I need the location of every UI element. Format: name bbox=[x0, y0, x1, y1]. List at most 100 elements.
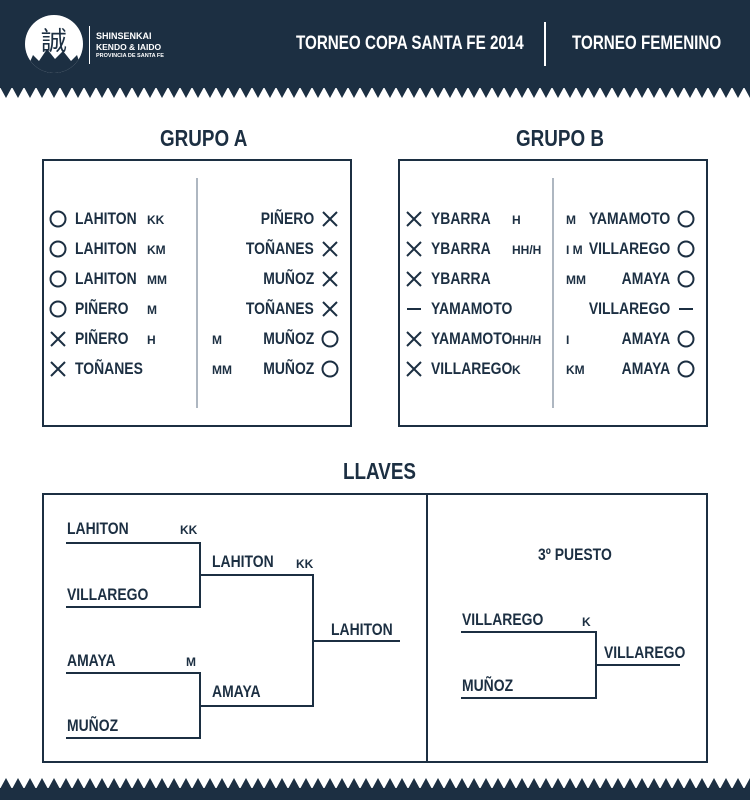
final-player-2: AMAYA bbox=[212, 682, 261, 701]
third-player-2: MUÑOZ bbox=[462, 676, 514, 695]
circle-icon bbox=[677, 270, 695, 288]
semi-2-player: VILLAREGO bbox=[67, 585, 149, 604]
right-player-name: AMAYA bbox=[621, 329, 670, 348]
circle-icon bbox=[677, 360, 695, 378]
header-separator bbox=[544, 22, 546, 66]
circle-icon bbox=[677, 210, 695, 228]
llaves-divider bbox=[426, 493, 428, 763]
circle-icon bbox=[677, 240, 695, 258]
left-score: H bbox=[512, 213, 521, 227]
header-bar bbox=[0, 0, 750, 88]
left-player-name: PIÑERO bbox=[75, 329, 129, 348]
left-player-name: PIÑERO bbox=[75, 299, 129, 318]
bracket-line bbox=[66, 606, 200, 608]
right-player-name: VILLAREGO bbox=[588, 299, 670, 318]
left-score: MM bbox=[147, 273, 167, 287]
grupo-a-divider bbox=[196, 178, 198, 408]
circle-icon bbox=[49, 300, 67, 318]
right-score: I M bbox=[566, 243, 583, 257]
right-player-name: PIÑERO bbox=[260, 209, 314, 228]
header-zigzag bbox=[0, 87, 750, 98]
right-score: I bbox=[566, 333, 570, 347]
left-score: KK bbox=[147, 213, 165, 227]
cross-icon bbox=[405, 360, 423, 378]
cross-icon bbox=[405, 270, 423, 288]
champion: LAHITON bbox=[331, 620, 393, 639]
llaves-box bbox=[42, 493, 708, 763]
bracket-line bbox=[461, 631, 596, 633]
third-place-title: 3º PUESTO bbox=[538, 545, 612, 564]
right-player-name: MUÑOZ bbox=[262, 269, 314, 288]
left-score: HH/H bbox=[512, 243, 542, 257]
bracket-line bbox=[66, 672, 200, 674]
left-player-name: YBARRA bbox=[431, 269, 491, 288]
final-player-1: LAHITON bbox=[212, 552, 274, 571]
left-player-name: LAHITON bbox=[75, 269, 137, 288]
logo-line-1: SHINSENKAI bbox=[96, 31, 152, 41]
right-player-name: MUÑOZ bbox=[262, 329, 314, 348]
footer-bar bbox=[0, 788, 750, 800]
semi-3-score: M bbox=[186, 655, 196, 669]
left-score: HH/H bbox=[512, 333, 542, 347]
right-score: M bbox=[212, 333, 222, 347]
dash-icon bbox=[405, 300, 423, 318]
third-player-1: VILLAREGO bbox=[462, 610, 544, 629]
circle-icon bbox=[49, 240, 67, 258]
circle-icon bbox=[49, 210, 67, 228]
cross-icon bbox=[405, 240, 423, 258]
right-score: KM bbox=[566, 363, 585, 377]
right-player-name: TOÑANES bbox=[246, 239, 314, 258]
bracket-line bbox=[461, 697, 596, 699]
dash-icon bbox=[677, 300, 695, 318]
cross-icon bbox=[321, 300, 339, 318]
right-player-name: AMAYA bbox=[621, 269, 670, 288]
page-title: TORNEO COPA SANTA FE 2014 bbox=[296, 33, 524, 54]
circle-icon bbox=[49, 270, 67, 288]
left-player-name: LAHITON bbox=[75, 209, 137, 228]
cross-icon bbox=[405, 210, 423, 228]
logo-line-3: PROVINCIA DE SANTA FE bbox=[96, 53, 164, 59]
left-score: M bbox=[147, 303, 157, 317]
cross-icon bbox=[49, 330, 67, 348]
bracket-line bbox=[200, 705, 313, 707]
logo-separator bbox=[89, 26, 90, 64]
cross-icon bbox=[405, 330, 423, 348]
circle-icon bbox=[321, 360, 339, 378]
final-score: KK bbox=[296, 557, 314, 571]
right-player-name: TOÑANES bbox=[246, 299, 314, 318]
bracket-line bbox=[66, 737, 200, 739]
cross-icon bbox=[321, 210, 339, 228]
logo-kanji: 誠 bbox=[40, 27, 67, 57]
bracket-line bbox=[66, 542, 200, 544]
grupo-b-divider bbox=[552, 178, 554, 408]
cross-icon bbox=[49, 360, 67, 378]
right-player-name: YAMAMOTO bbox=[588, 209, 670, 228]
third-place-winner: VILLAREGO bbox=[604, 643, 686, 662]
left-player-name: YAMAMOTO bbox=[431, 299, 513, 318]
logo: 誠 bbox=[25, 15, 83, 73]
bracket-line bbox=[596, 664, 680, 666]
third-score: K bbox=[582, 615, 591, 629]
cross-icon bbox=[321, 240, 339, 258]
left-score: K bbox=[512, 363, 521, 377]
left-player-name: TOÑANES bbox=[75, 359, 143, 378]
left-score: H bbox=[147, 333, 156, 347]
llaves-title: LLAVES bbox=[343, 458, 417, 484]
left-player-name: YBARRA bbox=[431, 239, 491, 258]
left-score: KM bbox=[147, 243, 166, 257]
semi-4-player: MUÑOZ bbox=[67, 716, 119, 735]
left-player-name: YAMAMOTO bbox=[431, 329, 513, 348]
right-score: M bbox=[566, 213, 576, 227]
left-player-name: LAHITON bbox=[75, 239, 137, 258]
grupo-b-title: GRUPO B bbox=[516, 125, 605, 151]
footer-zigzag bbox=[0, 778, 750, 789]
cross-icon bbox=[321, 270, 339, 288]
right-score: MM bbox=[566, 273, 586, 287]
page-subtitle: TORNEO FEMENINO bbox=[572, 33, 722, 54]
logo-line-2: KENDO & IAIDO bbox=[96, 42, 162, 52]
semi-3-player: AMAYA bbox=[67, 651, 116, 670]
left-player-name: YBARRA bbox=[431, 209, 491, 228]
grupo-b-box bbox=[398, 159, 708, 427]
grupo-a-title: GRUPO A bbox=[160, 125, 248, 151]
bracket-line bbox=[200, 574, 313, 576]
